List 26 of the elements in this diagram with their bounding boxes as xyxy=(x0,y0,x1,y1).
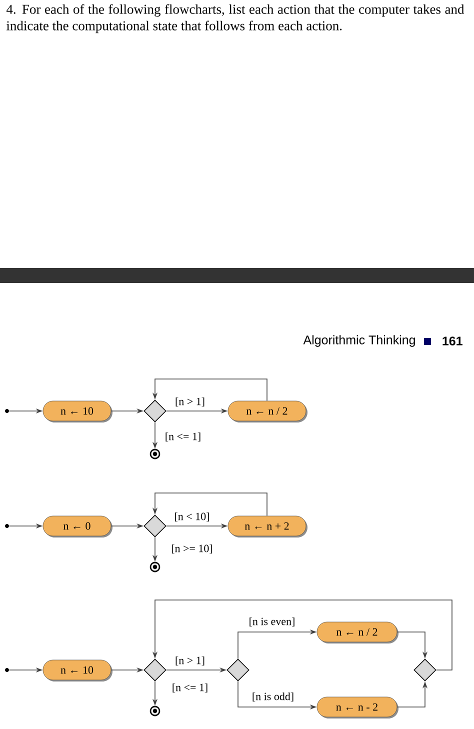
action-box: n ← n + 2 xyxy=(228,516,308,538)
end-bullseye xyxy=(150,448,160,460)
edge-label: [n is even] xyxy=(248,616,296,628)
edge-label: [n >= 10] xyxy=(170,543,214,555)
decision-diamond xyxy=(144,514,166,538)
edge-label: [n > 1] xyxy=(174,655,206,667)
action-box: n ← n - 2 xyxy=(316,696,398,718)
decision-diamond xyxy=(144,400,166,422)
end-bullseye xyxy=(150,562,160,572)
decision-diamond xyxy=(226,658,250,682)
action-box: n ← n / 2 xyxy=(316,622,398,644)
question-text: 4. For each of the following flowcharts, list each action that the computer takes and indicate the computational state that follows from each action. xyxy=(6,4,464,34)
edge-label: [n <= 1] xyxy=(170,682,210,694)
edge-label: [n < 10] xyxy=(173,511,211,523)
edge-label: [n is odd] xyxy=(250,691,296,703)
action-box: n ← 0 xyxy=(42,516,112,538)
end-bullseye xyxy=(150,706,160,716)
edge-label: [n <= 1] xyxy=(164,431,202,443)
page-number: 161 xyxy=(442,336,462,346)
action-box: n ← 10 xyxy=(42,660,112,682)
action-box: n ← n / 2 xyxy=(228,400,308,422)
action-box: n ← 10 xyxy=(42,400,112,422)
decision-diamond xyxy=(144,658,166,682)
decision-diamond xyxy=(414,658,436,682)
running-header: Algorithmic Thinking xyxy=(303,335,415,347)
edge-label: [n > 1] xyxy=(174,396,206,408)
